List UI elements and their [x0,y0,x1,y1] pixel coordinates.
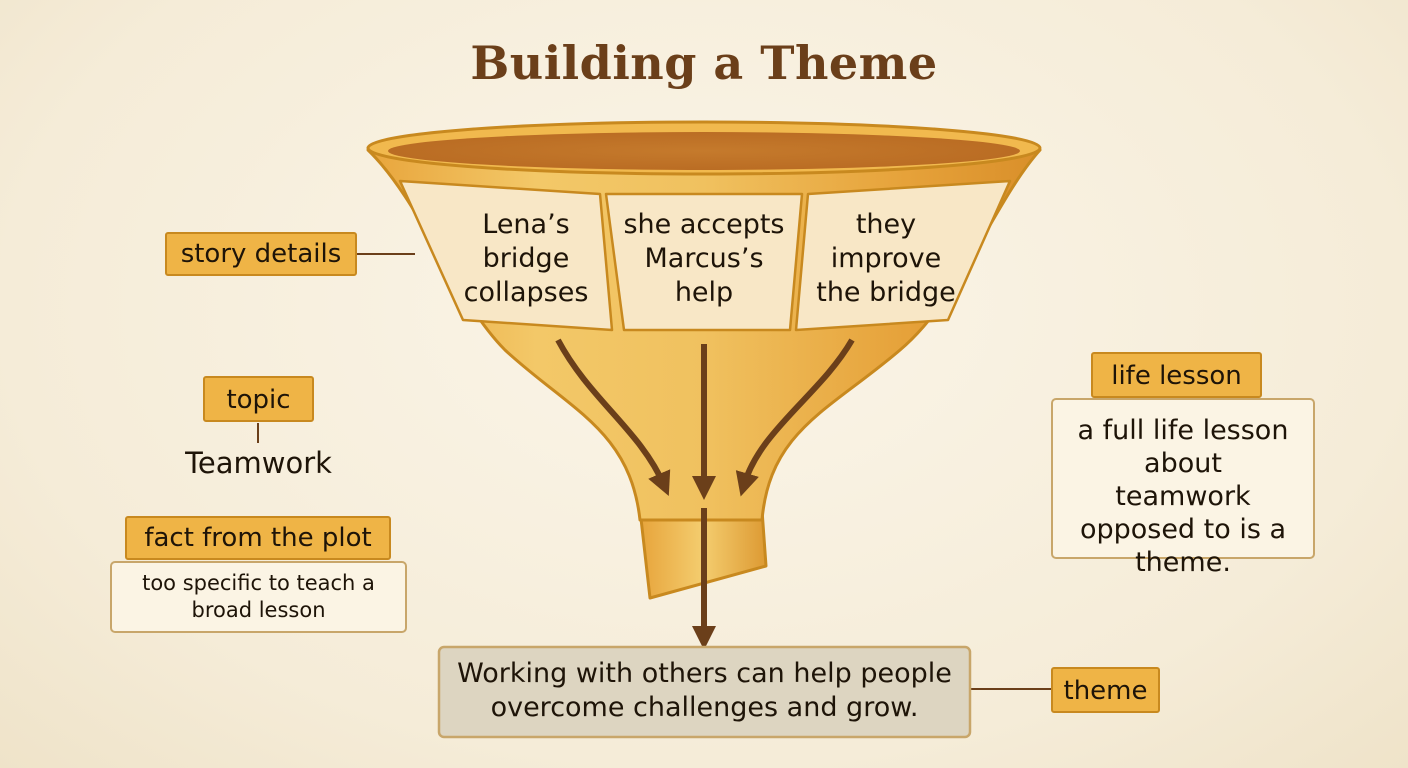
theme-statement-box [437,645,972,739]
funnel-mouth [388,132,1020,170]
theme-statement: Working with others can help people over… [457,658,952,723]
life-lesson-note: a full life lesson about teamwork oppose… [1051,398,1315,578]
life-lesson-label: life lesson [1091,352,1262,398]
fact-note: too specific to teach a broad lesson [110,561,407,633]
story-details-label: story details [165,232,357,276]
arrow-left [555,338,671,496]
topic-label: topic [203,376,314,422]
detail-panel-2 [604,192,804,332]
detail-text-3: they improve the bridge [816,209,956,308]
theme-label: theme [1051,667,1160,713]
detail-panel-3 [794,179,1012,332]
detail-text-2: she accepts Marcus’s help [623,209,785,308]
topic-value: Teamwork [185,446,332,480]
arrow-right [735,338,855,497]
detail-panel-1 [398,179,614,332]
page-title: Building a Theme [470,36,938,90]
fact-label: fact from the plot [125,516,391,560]
detail-text-1: Lena’s bridge collapses [463,209,589,308]
